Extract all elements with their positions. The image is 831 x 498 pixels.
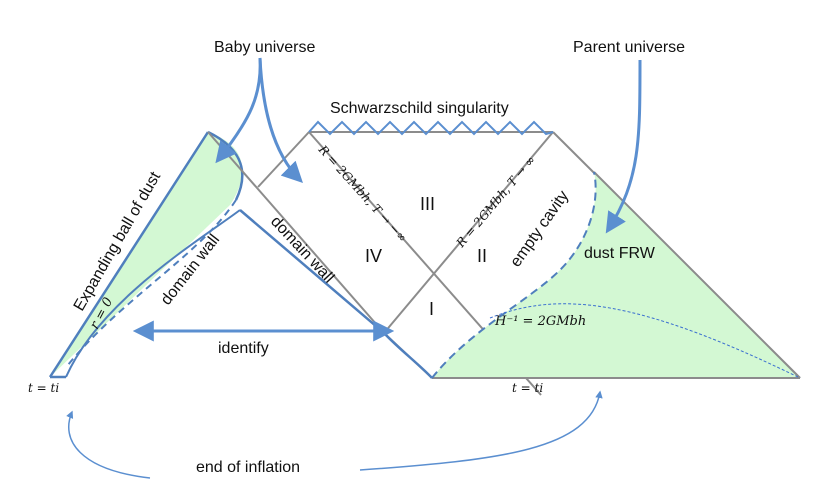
cavity-boundary — [431, 171, 597, 379]
baby-dashed-wall — [67, 199, 237, 366]
hubble-label: H⁻¹ = 2GMbh — [494, 314, 586, 329]
baby-boundary-r0 — [48, 131, 210, 378]
region-i-label: I — [429, 299, 434, 319]
baby-universe-label: Baby universe — [214, 39, 315, 56]
baby-inner-wall — [65, 209, 241, 378]
parent-universe-label: Parent universe — [573, 39, 685, 56]
baby-arrow-right — [258, 57, 303, 183]
baby-outer-edge — [207, 130, 244, 201]
region-iii-label: III — [420, 194, 435, 214]
region-iv-label: IV — [365, 246, 382, 266]
region-ii-label: II — [477, 246, 487, 266]
end-of-inflation-label: end of inflation — [196, 459, 300, 476]
empty-cavity-label: empty cavity — [507, 188, 572, 271]
parent-arrow — [605, 59, 642, 234]
t-left-label: t = ti — [28, 381, 59, 395]
identify-label: identify — [218, 340, 269, 357]
domain-wall-right-label: domain wall — [267, 213, 337, 286]
hubble-curve — [489, 303, 801, 379]
t-right-label: t = ti — [512, 381, 543, 395]
inflation-arrow-left — [66, 410, 151, 479]
singularity-label: Schwarzschild singularity — [330, 100, 509, 117]
singularity-zigzag — [308, 120, 554, 136]
dust-frw-label: dust FRW — [584, 245, 656, 262]
inflation-arrow-right — [359, 390, 603, 471]
parent-dust-region — [432, 172, 800, 378]
horizon-left-label: R = 2GMbh, T → −∞ — [315, 142, 410, 245]
baby-dust-region — [50, 132, 243, 377]
parent-dust-edge — [593, 171, 801, 379]
